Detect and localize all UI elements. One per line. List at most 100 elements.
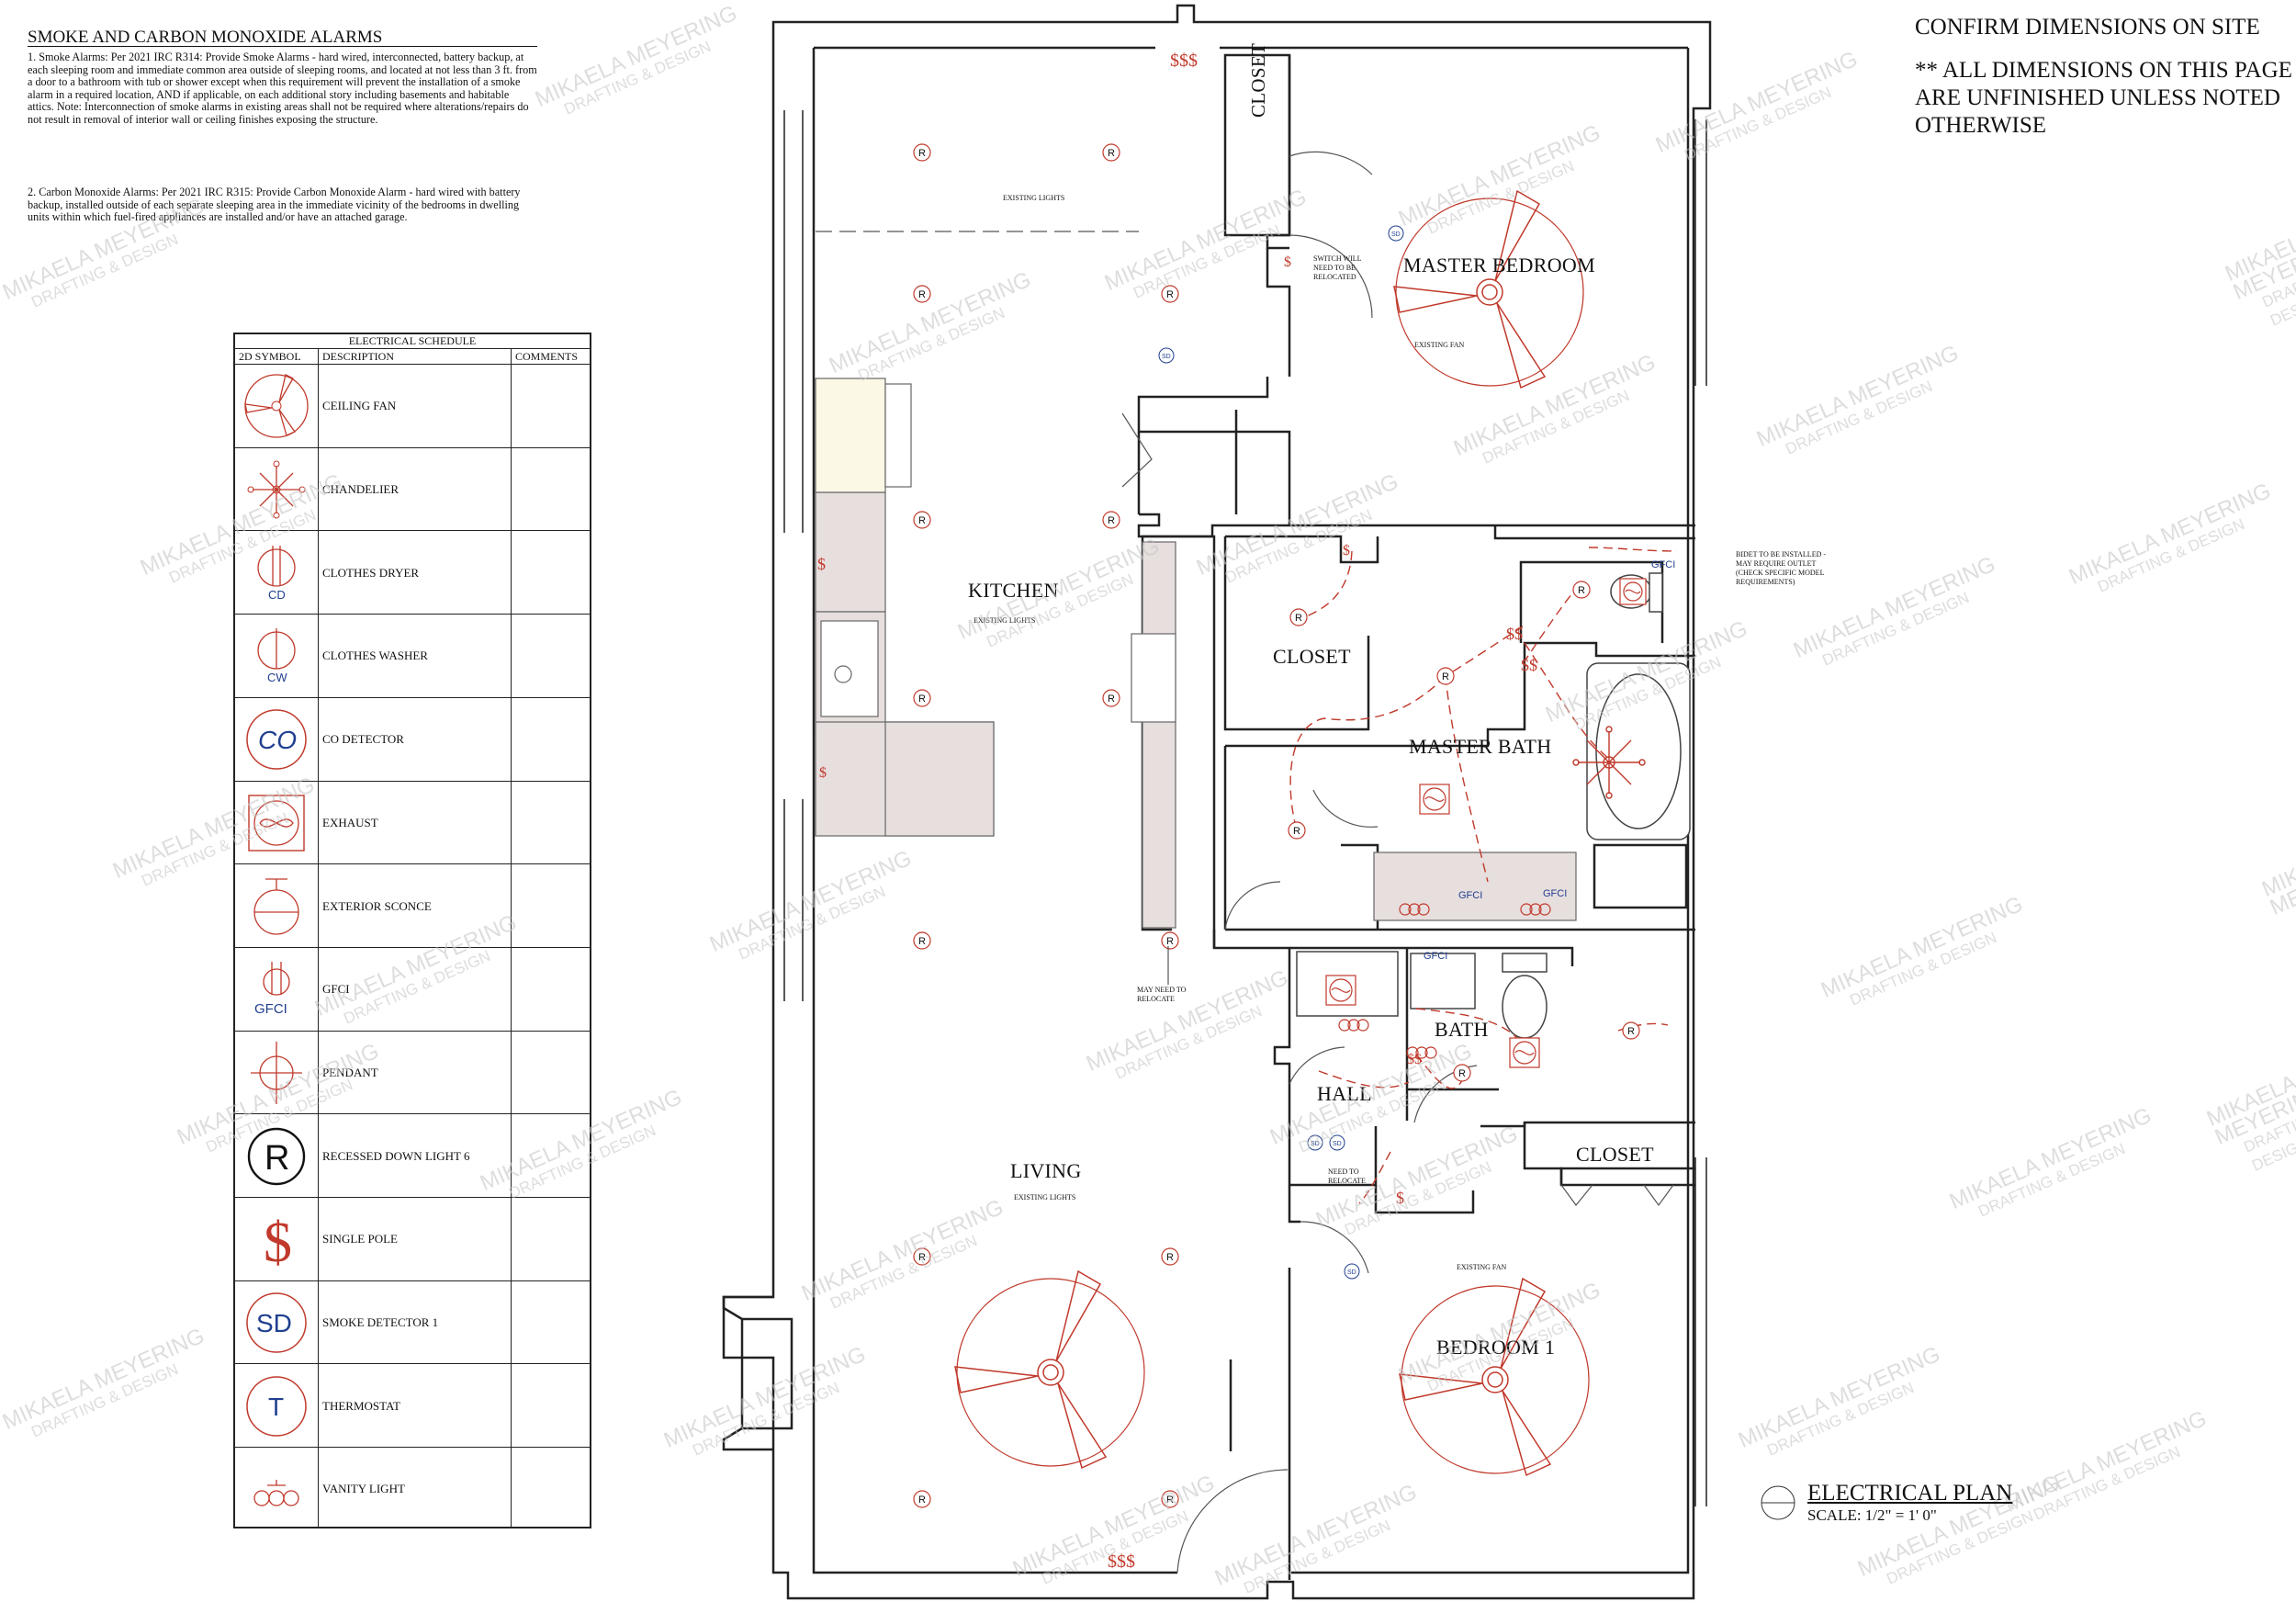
- smoke-detectors: SD SD SD SD SD: [1158, 225, 1404, 1280]
- interior-wall: [1559, 1167, 1695, 1185]
- bidet-note: (CHECK SPECIFIC MODEL: [1736, 569, 1825, 577]
- schedule-row: EXHAUST: [235, 780, 590, 865]
- plan-walls: [722, 4, 1712, 1600]
- ceiling-fan-icon: [1393, 189, 1584, 389]
- svg-text:R: R: [1166, 1495, 1174, 1506]
- gfci-label: GFCI: [1543, 888, 1567, 899]
- schedule-description: PENDANT: [322, 1065, 378, 1079]
- smoke-detector-icon: SD: [1329, 1134, 1345, 1151]
- schedule-header-symbol: 2D SYMBOL: [239, 350, 301, 363]
- svg-text:R: R: [918, 936, 926, 947]
- switch-single: $: [1284, 254, 1291, 270]
- svg-text:R: R: [1578, 585, 1585, 596]
- switch-relocate-note: RELOCATED: [1313, 273, 1356, 281]
- interior-wall: [1137, 377, 1291, 514]
- refrigerator: [884, 383, 912, 488]
- bath-fixtures: [1296, 572, 1691, 1039]
- room-label-bath: BATH: [1435, 1018, 1489, 1041]
- outer-wall: [1291, 48, 1690, 1574]
- range: [1131, 633, 1176, 723]
- existing-fan-note: EXISTING FAN: [1414, 341, 1465, 349]
- exhaust-icon: [1619, 578, 1647, 605]
- wire: [1445, 626, 1524, 677]
- schedule-row: CEILING FAN: [235, 364, 590, 448]
- wire: [1303, 550, 1353, 618]
- window: [1694, 1157, 1707, 1506]
- switch-relocate-note: NEED TO BE: [1313, 264, 1356, 272]
- schedule-description: CLOTHES DRYER: [322, 565, 420, 580]
- svg-text:SD: SD: [256, 1309, 292, 1337]
- gfci-tags: GFCI GFCI GFCI GFCI: [1424, 559, 1675, 962]
- svg-text:R: R: [264, 1139, 289, 1178]
- wire: [1445, 675, 1489, 883]
- schedule-divider: [318, 348, 319, 1527]
- svg-text:$: $: [264, 1212, 292, 1274]
- schedule-description: THERMOSTAT: [322, 1398, 400, 1413]
- kitchen-counters: [815, 378, 1577, 929]
- svg-text:R: R: [1108, 515, 1115, 526]
- need-relocate-note: NEED TO: [1328, 1167, 1359, 1176]
- door-swing: [1300, 1221, 1369, 1274]
- door-swing: [1289, 234, 1373, 319]
- interior-wall: [1137, 513, 1289, 538]
- recessed-light-icon: R: [1161, 1247, 1179, 1266]
- schedule-row: VANITY LIGHT: [235, 1447, 590, 1531]
- recessed-light-icon: R: [1453, 1064, 1471, 1082]
- svg-text:R: R: [1295, 613, 1302, 624]
- interior-wall: [1266, 55, 1291, 250]
- vanity-light-icon: [1520, 903, 1551, 916]
- room-label-living: LIVING: [1010, 1159, 1082, 1182]
- toilet: [1502, 975, 1548, 1039]
- need-relocate-note: RELOCATE: [1328, 1177, 1366, 1185]
- switch-double: $$: [1506, 625, 1523, 643]
- room-label-closet-bottom: CLOSET: [1576, 1143, 1654, 1166]
- outer-wall: [722, 4, 1712, 1600]
- smoke-detector-icon: SD: [240, 1286, 313, 1359]
- switch-relocate-note: SWITCH WILL: [1313, 254, 1362, 263]
- schedule-description: CHANDELIER: [322, 482, 400, 497]
- exhaust-fans: [1325, 578, 1647, 1068]
- wire: [1524, 642, 1610, 760]
- smoke-detector-icon: SD: [1388, 225, 1404, 242]
- recessed-light-icon: R: [913, 689, 931, 707]
- gfci-icon: GFCI: [240, 953, 313, 1026]
- svg-text:CD: CD: [268, 588, 286, 602]
- room-label-master-bedroom: MASTER BEDROOM: [1403, 254, 1595, 276]
- exhaust-icon: [1419, 784, 1450, 815]
- svg-text:T: T: [268, 1393, 284, 1421]
- svg-text:R: R: [1108, 148, 1115, 159]
- schedule-divider: [511, 348, 512, 1527]
- wire: [1415, 1054, 1463, 1089]
- confirm-dimensions-note: CONFIRM DIMENSIONS ON SITE: [1915, 15, 2260, 39]
- recessed-light-icon: R: [1572, 581, 1591, 599]
- svg-text:R: R: [918, 694, 926, 705]
- recessed-light-icon: R: [1161, 1490, 1179, 1508]
- schedule-description: CLOTHES WASHER: [322, 649, 428, 663]
- room-label-closet-mid: CLOSET: [1273, 645, 1351, 668]
- gfci-label: GFCI: [1424, 951, 1447, 962]
- recessed-light-icon: R: [240, 1120, 313, 1193]
- recessed-light-icon: R: [1102, 143, 1120, 162]
- master-vanity: [1373, 852, 1577, 921]
- schedule-description: SINGLE POLE: [322, 1232, 398, 1246]
- interior-wall: [1374, 1185, 1475, 1214]
- door-swing: [1176, 1469, 1289, 1574]
- interior-wall: [1493, 525, 1695, 540]
- svg-text:CO: CO: [258, 726, 297, 754]
- schedule-description: EXTERIOR SCONCE: [322, 898, 432, 913]
- schedule-description: SMOKE DETECTOR 1: [322, 1315, 439, 1330]
- switches: $$$ $$$ $$ $$ $$ $ $ $ $ $: [817, 51, 1537, 1572]
- existing-lights-note: EXISTING LIGHTS: [974, 616, 1035, 625]
- schedule-row: PENDANT: [235, 1030, 590, 1115]
- interior-wall: [1225, 641, 1695, 748]
- interior-wall: [1212, 930, 1291, 1167]
- bath-vanity: [1410, 953, 1476, 1010]
- svg-text:R: R: [1442, 671, 1449, 682]
- ceiling-fans: [954, 189, 1590, 1477]
- wire: [1289, 675, 1446, 831]
- vanity-light-icon: [1338, 1019, 1369, 1032]
- bidet-note: MAY REQUIRE OUTLET: [1736, 559, 1817, 568]
